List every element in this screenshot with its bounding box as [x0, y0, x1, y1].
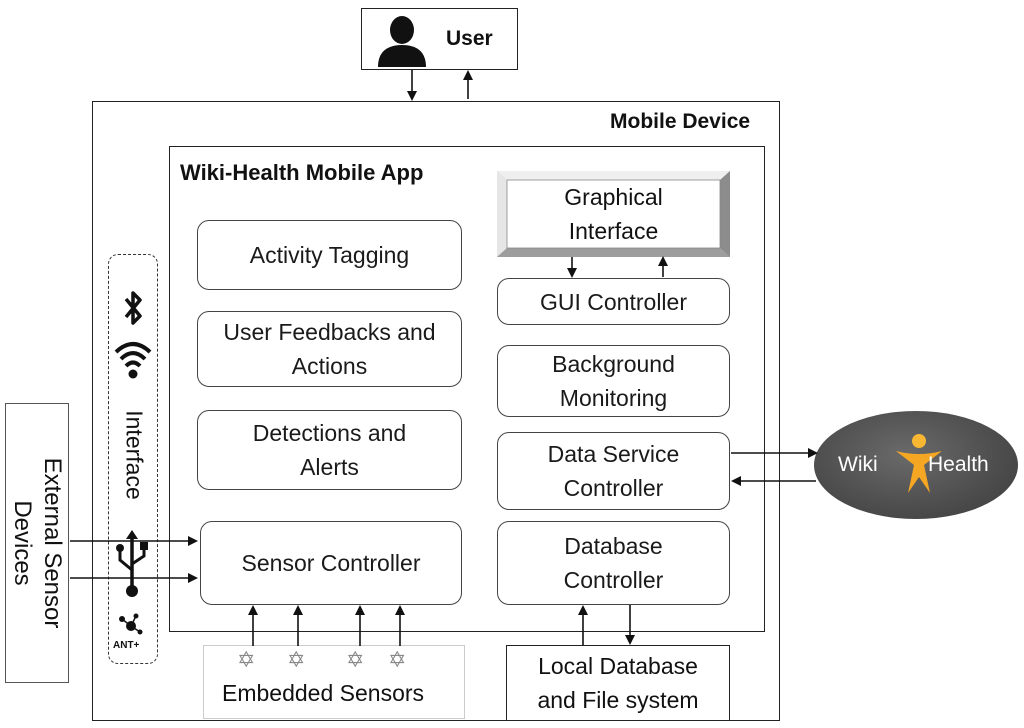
wiki-health-text-health: Health: [928, 453, 989, 476]
embedded-sensors-label: Embedded Sensors: [222, 680, 425, 706]
local-database-label-1: Local Database: [538, 653, 698, 679]
detections-alerts-box: Detections and Alerts: [197, 410, 462, 490]
data-service-controller-box: Data Service Controller: [497, 432, 730, 510]
wiki-health-logo: Wiki Health: [814, 411, 1018, 519]
embedded-sensors-box: [203, 645, 465, 719]
gui-controller-label: GUI Controller: [540, 288, 687, 315]
star-icon: ✡: [287, 647, 306, 672]
detections-label-2: Alerts: [300, 454, 359, 480]
ant-label: ANT+: [113, 640, 140, 651]
wiki-health-figure-icon: [896, 434, 942, 493]
graphical-interface-label-1: Graphical: [564, 184, 663, 210]
user-feedbacks-label-2: Actions: [291, 353, 368, 379]
app-title: Wiki-Health Mobile App: [180, 160, 424, 185]
gui-controller-box: GUI Controller: [497, 278, 730, 325]
background-monitoring-label-1: Background: [552, 351, 675, 377]
background-monitoring-label-2: Monitoring: [559, 385, 668, 411]
database-controller-label-2: Controller: [563, 567, 664, 593]
activity-tagging-box: Activity Tagging: [197, 220, 462, 290]
star-icon: ✡: [346, 647, 365, 672]
bluetooth-icon: [124, 291, 142, 325]
data-service-label-1: Data Service: [547, 441, 680, 467]
user-feedbacks-label-1: User Feedbacks and: [223, 319, 436, 345]
database-controller-label-1: Database: [564, 533, 663, 559]
local-database-box: Local Database and File system: [506, 645, 730, 721]
background-monitoring-box: Background Monitoring: [497, 345, 730, 417]
interface-panel: [108, 254, 158, 664]
wiki-health-text-wiki: Wiki: [838, 453, 878, 476]
star-icon: ✡: [237, 647, 256, 672]
wifi-icon: [114, 342, 152, 379]
sensor-controller-box: Sensor Controller: [200, 521, 462, 605]
database-controller-box: Database Controller: [497, 521, 730, 605]
star-icon: ✡: [388, 647, 407, 672]
sensor-controller-label: Sensor Controller: [241, 550, 421, 576]
mobile-device-label: Mobile Device: [610, 110, 751, 133]
user-label: User: [446, 27, 493, 50]
person-icon: [378, 16, 426, 67]
data-service-label-2: Controller: [563, 475, 664, 501]
activity-tagging-label: Activity Tagging: [249, 242, 410, 268]
usb-icon: [116, 530, 148, 597]
graphical-interface-box: Graphical Interface: [507, 180, 720, 248]
user-feedbacks-box: User Feedbacks and Actions: [197, 311, 462, 387]
local-database-label-2: and File system: [537, 687, 699, 713]
detections-label-1: Detections and: [252, 420, 407, 446]
ant-icon: [119, 613, 143, 635]
external-sensor-box: [5, 403, 69, 683]
graphical-interface-bevel: [497, 171, 730, 257]
graphical-interface-label-2: Interface: [568, 218, 659, 244]
user-box: User: [361, 8, 518, 70]
